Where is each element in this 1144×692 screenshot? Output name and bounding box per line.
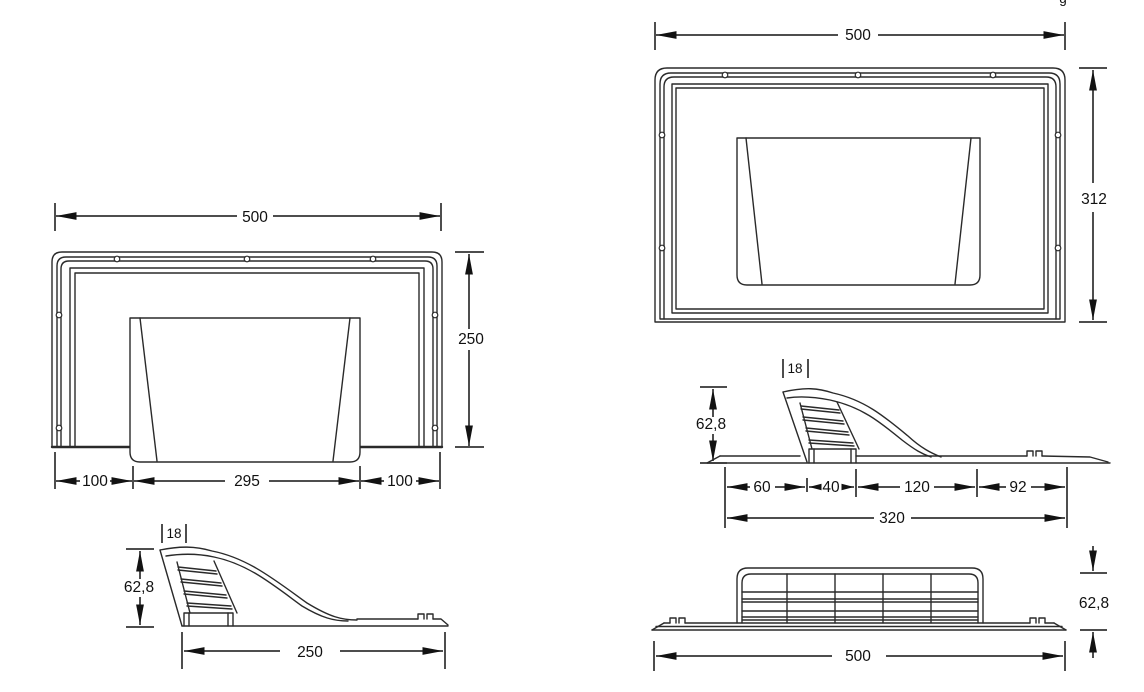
screw-hole-icon [431, 424, 439, 432]
screw-hole-icon [55, 424, 63, 432]
louver-stack-edge [799, 402, 813, 450]
slat-line [800, 405, 840, 411]
louver-stack-edge [836, 401, 860, 450]
screw-hole-icon [658, 131, 666, 139]
slat-line [180, 578, 222, 584]
screw-hole-icon [854, 71, 862, 79]
hood-ridge-inner [786, 396, 932, 458]
louver-base-box [183, 612, 234, 627]
screw-hole-icon [989, 71, 997, 79]
dim-plan-width: 500 [845, 27, 871, 44]
slat-line [805, 427, 849, 433]
base-flange-bevel [706, 455, 721, 464]
screw-hole-icon [369, 255, 377, 263]
grille-dividers [786, 573, 932, 624]
dim-seg-d: 92 [1009, 479, 1026, 496]
dim-right-flange: 100 [387, 473, 413, 490]
inner-frame [671, 83, 1049, 314]
louver-slats [800, 405, 855, 447]
dim-seg-b: 40 [822, 479, 840, 496]
shell-outline [654, 67, 1066, 323]
flange-clip-notch [417, 613, 434, 620]
slat-line [186, 605, 233, 610]
slat-line [177, 569, 218, 575]
hood-ridge-outline [159, 546, 358, 621]
slat-line [802, 419, 845, 425]
louver-slats [177, 566, 233, 610]
inner-frame [74, 272, 420, 448]
dim-total: 320 [879, 510, 905, 527]
side-view-full: 18 62,8 [696, 359, 1111, 528]
slat-line [805, 430, 850, 436]
screw-hole-icon [1054, 131, 1062, 139]
plan-view: 500 312 [654, 22, 1107, 323]
flange-clip-notch [1029, 617, 1046, 624]
louver-stack-edge [213, 560, 238, 614]
dim-seg-c: 120 [904, 479, 930, 496]
slat-line [800, 408, 841, 414]
base-flange-taper [1041, 455, 1109, 463]
hood-ridge-outline [782, 388, 942, 458]
slat-line [183, 593, 228, 599]
dim-rear-height: 62,8 [1079, 595, 1109, 612]
dim-plan-depth: 312 [1081, 191, 1107, 208]
hood-back-slope [782, 391, 808, 463]
dim-hood-height: 62,8 [124, 579, 154, 596]
slat-line [177, 566, 217, 572]
slat-line [180, 581, 223, 587]
dim-rear-width: 500 [845, 648, 871, 665]
inner-frame [675, 87, 1045, 310]
dim-left-flange: 100 [82, 473, 108, 490]
damper-bevel-line [139, 317, 158, 462]
dim-front-width: 500 [242, 209, 268, 226]
screw-hole-icon [113, 255, 121, 263]
screw-hole-icon [721, 71, 729, 79]
damper-bevel-line [954, 137, 972, 285]
screw-hole-icon [431, 311, 439, 319]
side-view-hood: 18 62,8 [124, 524, 449, 669]
slat-line [186, 602, 232, 607]
dim-cap-width: 18 [787, 361, 802, 376]
dim-hood-height: 62,8 [696, 416, 726, 433]
hood-back-slope [159, 549, 183, 627]
slat-line [808, 439, 854, 444]
dim-hood-length: 250 [297, 644, 323, 661]
tail-flange-taper [432, 618, 449, 626]
dim-cap-width: 18 [166, 526, 181, 541]
damper-bevel-line [332, 317, 351, 462]
hood-ridge-inner [165, 553, 349, 622]
damper-bevel-line [745, 137, 763, 285]
grille-outline [736, 567, 984, 624]
louver-base-box [808, 448, 857, 464]
dim-seg-a: 60 [753, 479, 771, 496]
shell-outline [51, 251, 443, 448]
shell-outline [659, 72, 1061, 320]
damper-plate [736, 137, 981, 286]
slat-line [808, 442, 855, 447]
dim-front-height: 250 [458, 331, 484, 348]
slat-line [802, 416, 844, 422]
front-view: 500 250 100 295 [50, 203, 484, 490]
flange-clip-notch [1026, 450, 1043, 457]
cropped-text-fragment: g [1059, 0, 1067, 6]
grille-inner-outline [741, 573, 979, 624]
slat-line [183, 590, 227, 596]
screw-hole-icon [55, 311, 63, 319]
inner-frame [69, 267, 425, 448]
screw-hole-icon [1054, 244, 1062, 252]
rear-view: 500 62,8 [651, 546, 1109, 671]
screw-hole-icon [243, 255, 251, 263]
flange-clip-notch [669, 617, 686, 624]
grille-louver-lines [741, 591, 979, 621]
damper-plate [129, 317, 361, 463]
dim-damper-width: 295 [234, 473, 260, 490]
screw-hole-icon [658, 244, 666, 252]
